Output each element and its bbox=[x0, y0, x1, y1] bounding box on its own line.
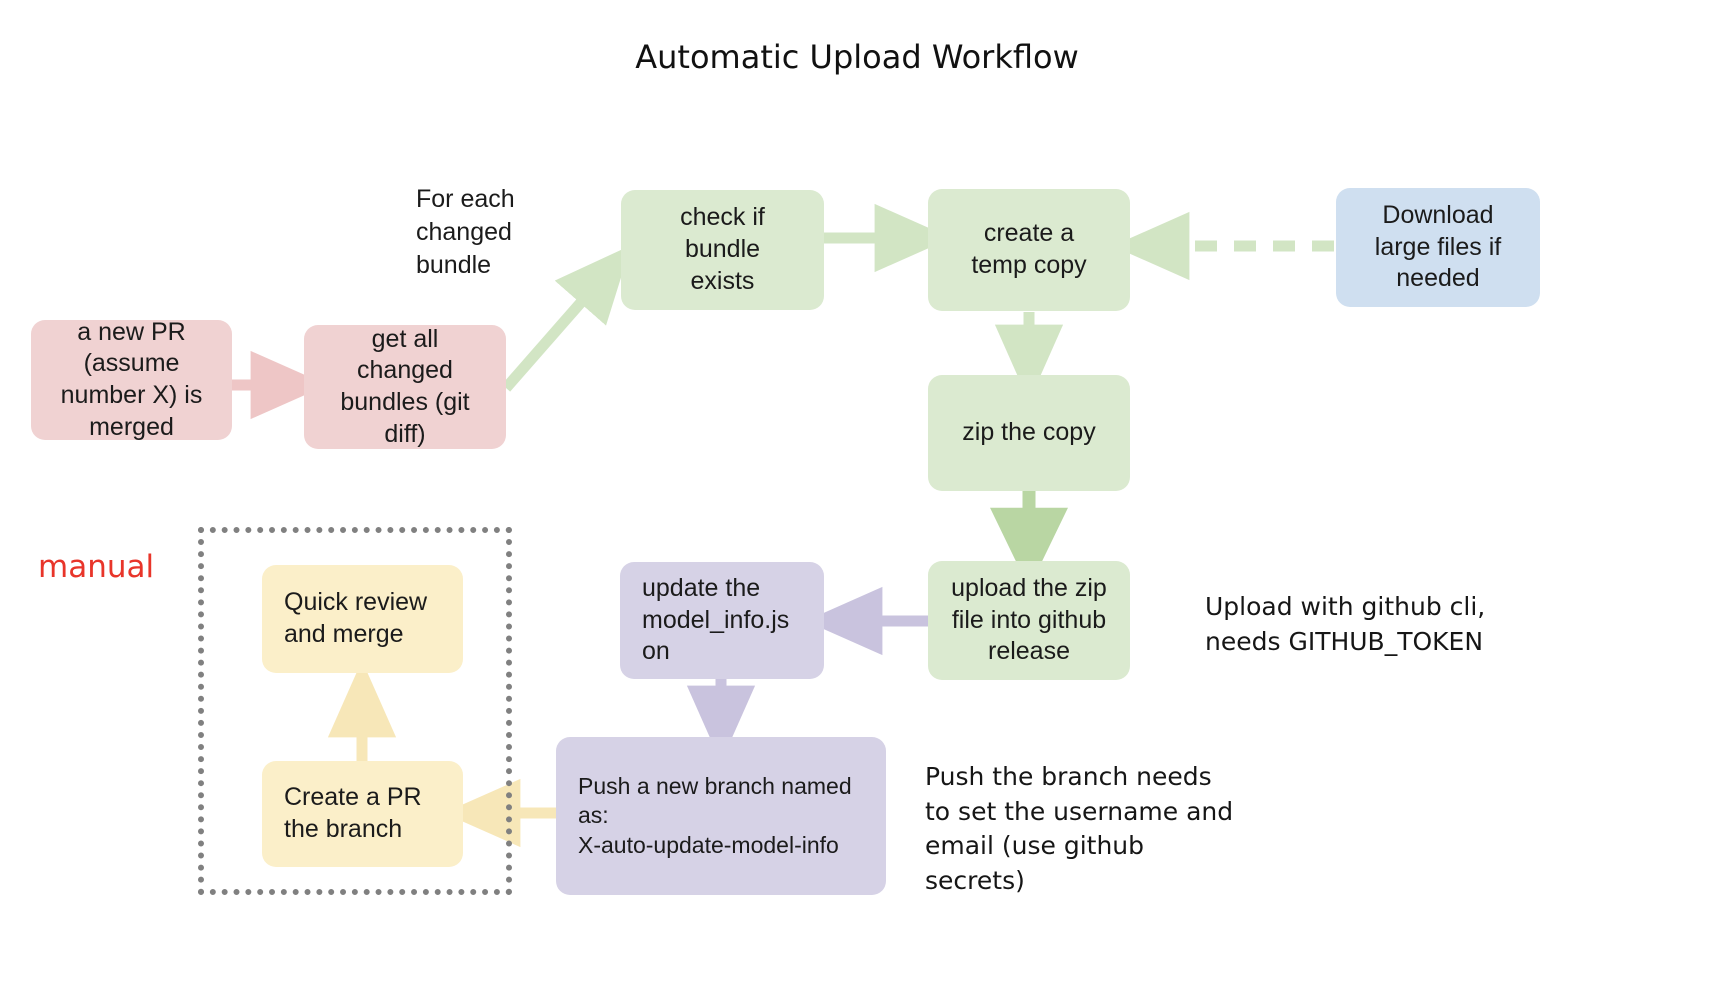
node-zip-the-copy[interactable]: zip the copy bbox=[928, 375, 1130, 491]
label-for-each-changed-bundle: For each changed bundle bbox=[416, 185, 515, 279]
node-create-temp-copy[interactable]: create a temp copy bbox=[928, 189, 1130, 311]
edge-get-changed-to-check-bundle bbox=[501, 245, 632, 392]
manual-label: manual bbox=[38, 549, 155, 585]
node-update-model-info[interactable]: update the model_info.js on bbox=[620, 562, 824, 679]
manual-group-boundary bbox=[198, 527, 512, 895]
node-new-pr[interactable]: a new PR (assume number X) is merged bbox=[31, 318, 232, 441]
node-create-a-pr[interactable]: Create a PR the branch bbox=[262, 761, 463, 867]
page-title: Automatic Upload Workflow bbox=[635, 38, 1079, 76]
node-push-new-branch[interactable]: Push a new branch named as: X-auto-updat… bbox=[556, 737, 886, 895]
node-download-large-files[interactable]: Download large files if needed bbox=[1336, 188, 1540, 307]
note-push-branch-credentials: Push the branch needs to set the usernam… bbox=[925, 762, 1234, 895]
node-upload-zip-to-release[interactable]: upload the zip file into github release bbox=[928, 561, 1130, 680]
note-upload-github-cli: Upload with github cli, needs GITHUB_TOK… bbox=[1205, 592, 1486, 656]
node-get-changed-bundles[interactable]: get all changed bundles (git diff) bbox=[304, 325, 506, 449]
node-quick-review-and-merge[interactable]: Quick review and merge bbox=[262, 565, 463, 673]
node-check-bundle-exists[interactable]: check if bundle exists bbox=[621, 190, 824, 310]
